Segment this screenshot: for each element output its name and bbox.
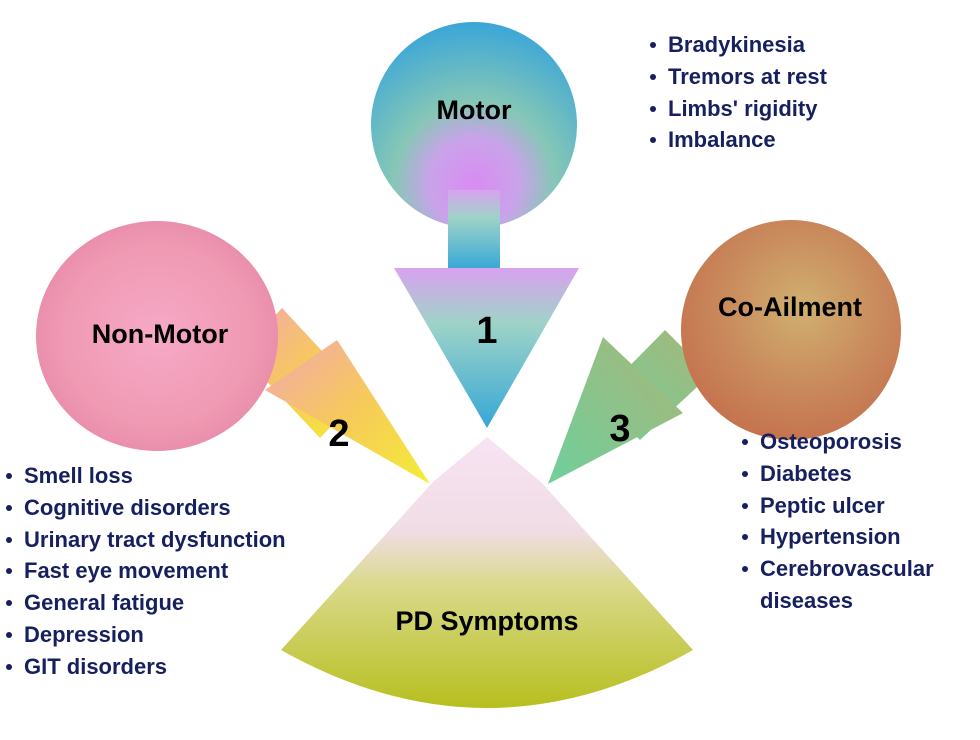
list-item: Diabetes [738, 458, 934, 490]
list-item: Imbalance [646, 124, 827, 156]
pd-symptoms-label: PD Symptoms [395, 606, 579, 636]
motor-circle [371, 22, 577, 228]
co-ailment-label: Co-Ailment [718, 292, 862, 322]
non-motor-symptom-list: Smell loss Cognitive disorders Urinary t… [2, 460, 286, 683]
list-item: Cerebrovascular [738, 553, 934, 585]
list-item: Depression [2, 619, 286, 651]
non-motor-shape [36, 221, 430, 484]
non-motor-arrow-head [265, 340, 430, 484]
list-item-continuation: diseases [760, 587, 853, 613]
list-item: Urinary tract dysfunction [2, 524, 286, 556]
motor-arrow-head [394, 268, 579, 428]
list-item: Smell loss [2, 460, 286, 492]
motor-arrow-stem [448, 190, 500, 270]
non-motor-circle [36, 221, 278, 451]
pd-symptoms-fan [281, 437, 693, 708]
co-ailment-number: 3 [609, 408, 631, 450]
list-item: Bradykinesia [646, 29, 827, 61]
list-item: Tremors at rest [646, 61, 827, 93]
motor-shape [371, 22, 579, 428]
co-ailment-list: Osteoporosis Diabetes Peptic ulcer Hyper… [738, 426, 934, 617]
list-item: Osteoporosis [738, 426, 934, 458]
list-item: GIT disorders [2, 651, 286, 683]
list-item: Hypertension [738, 521, 934, 553]
motor-number: 1 [476, 310, 498, 352]
list-item: Peptic ulcer [738, 490, 934, 522]
motor-label: Motor [436, 95, 512, 125]
motor-symptom-list: Bradykinesia Tremors at rest Limbs' rigi… [646, 29, 827, 156]
non-motor-number: 2 [328, 413, 350, 455]
list-item: Cognitive disorders [2, 492, 286, 524]
co-ailment-shape [548, 220, 901, 484]
co-ailment-arrow-head [548, 337, 683, 484]
co-ailment-circle [681, 220, 901, 440]
non-motor-label: Non-Motor [91, 319, 229, 349]
list-item: General fatigue [2, 587, 286, 619]
list-item: Limbs' rigidity [646, 93, 827, 125]
list-item: Fast eye movement [2, 555, 286, 587]
